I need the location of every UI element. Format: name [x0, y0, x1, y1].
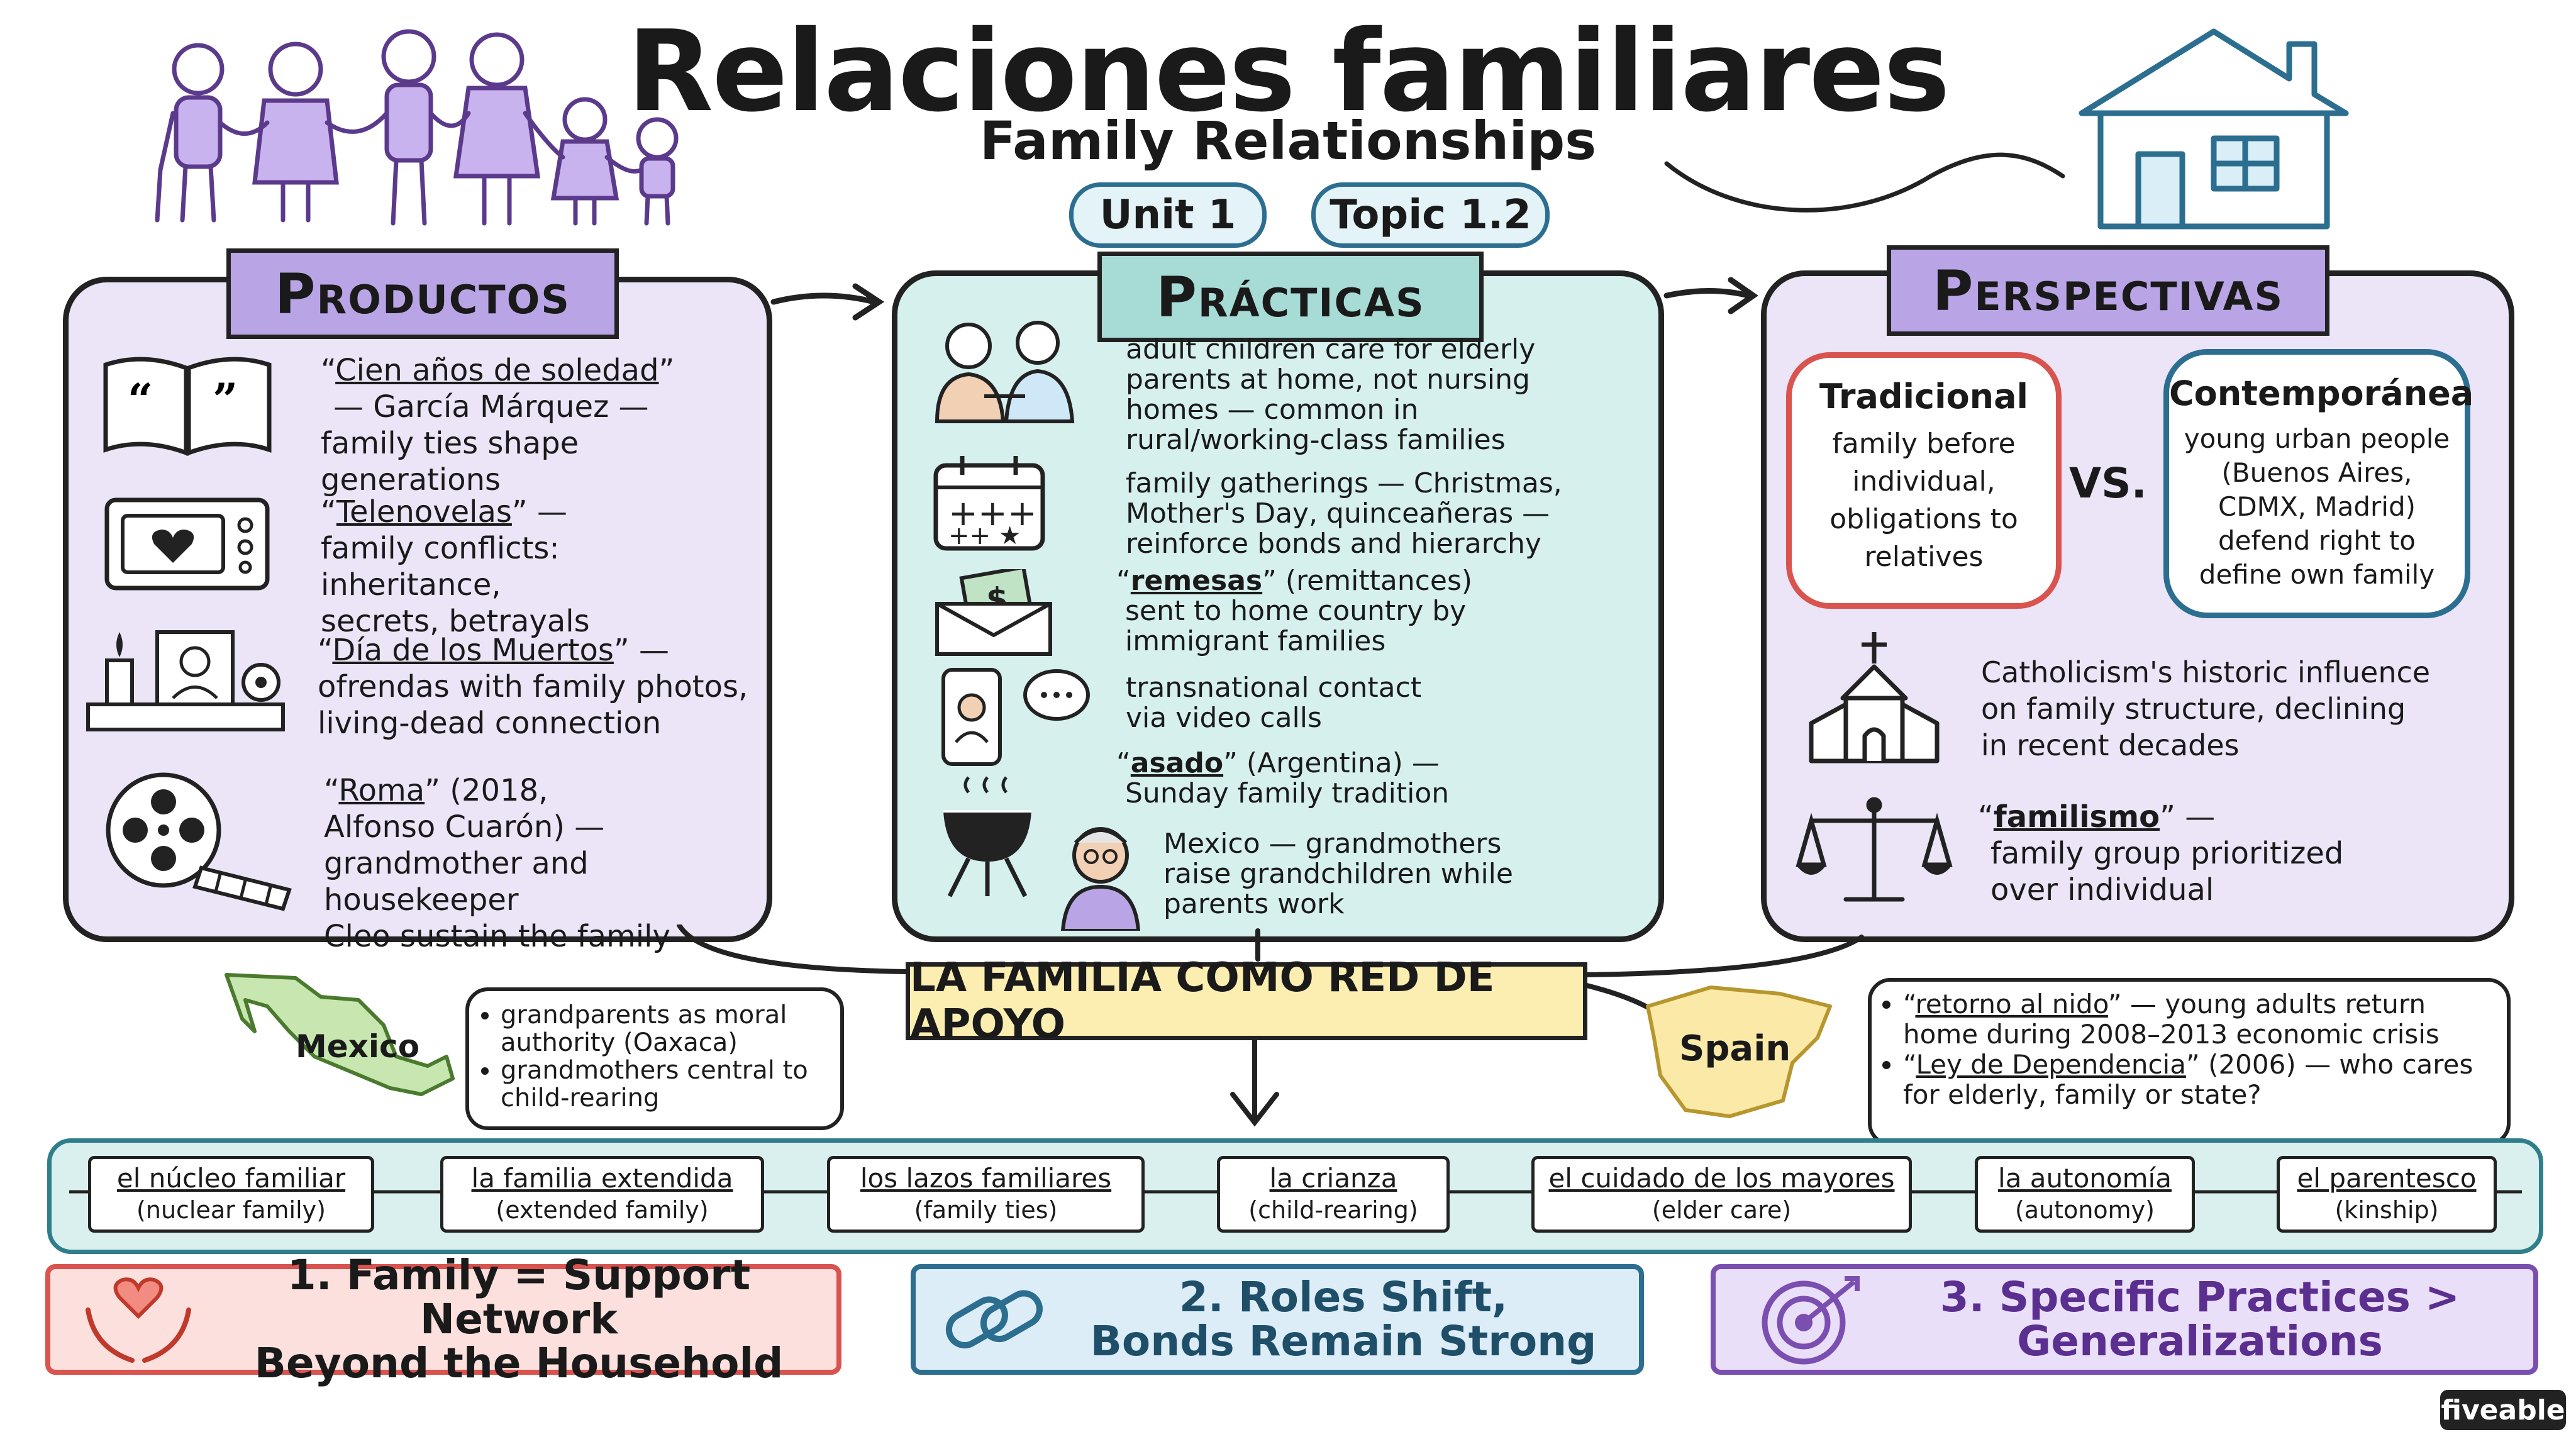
producto-title: Roma — [338, 773, 425, 808]
producto-title: Día de los Muertos — [332, 633, 614, 668]
practica-item: “remesas” (remittances) sent to home cou… — [1116, 565, 1473, 657]
house-icon — [1664, 28, 2349, 230]
practica-item: Mexico — grandmothers raise grandchildre… — [1163, 828, 1513, 920]
producto-title: Cien años de soledad — [335, 353, 659, 388]
svg-text:”: ” — [213, 374, 238, 426]
support-network-banner: LA FAMILIA COMO RED DE APOYO — [906, 955, 1587, 1048]
vocab-item: el parentesco(kinship) — [2277, 1156, 2497, 1233]
producto-title: Telenovelas — [336, 494, 512, 530]
vocab-item: la autonomía(autonomy) — [1975, 1156, 2195, 1233]
practicas-heading: Prácticas — [1097, 252, 1484, 342]
scales-icon — [1796, 797, 1953, 902]
practica-item: adult children care for elderly parents … — [1126, 333, 1536, 456]
producto-item: “Cien años de soledad” — García Márquez … — [321, 353, 675, 497]
contemporanea-bubble: Contemporánea young urban people (Buenos… — [2163, 349, 2473, 618]
film-reel-icon — [101, 767, 302, 912]
page-subtitle: Family Relationships — [979, 110, 1597, 172]
church-icon — [1809, 632, 1940, 763]
family-illustration — [155, 29, 679, 226]
svg-text:“: “ — [128, 374, 153, 426]
vocab-item: el cuidado de los mayores(elder care) — [1531, 1156, 1912, 1233]
target-icon — [1762, 1276, 1860, 1365]
envelope-money-icon: $ — [935, 569, 1052, 656]
takeaway-card: 3. Specific Practices > Generalizations — [1711, 1264, 2538, 1375]
productos-heading: Productos — [226, 248, 619, 339]
takeaway-card: 1. Family = Support Network Beyond the H… — [45, 1253, 841, 1385]
topic-badge: Topic 1.2 — [1311, 182, 1550, 248]
spain-note: “retorno al nido” — young adults return … — [1868, 978, 2511, 1146]
producto-item: “Roma” (2018, Alfonso Cuarón) — grandmot… — [324, 773, 670, 954]
calendar-icon: +++ ++ ★ — [933, 456, 1045, 551]
video-call-icon — [941, 668, 1090, 766]
tv-icon — [104, 497, 274, 597]
mexico-map-icon — [225, 973, 455, 1096]
grandmother-icon — [1060, 827, 1141, 931]
unit-badge: Unit 1 — [1069, 182, 1267, 248]
perspectivas-heading: Perspectivas — [1887, 245, 2329, 336]
vocab-item: los lazos familiares(family ties) — [827, 1156, 1145, 1233]
svg-text:++ ★: ++ ★ — [948, 521, 1021, 550]
caregiver-icon — [935, 321, 1075, 423]
mexico-note: grandparents as moral authority (Oaxaca)… — [465, 987, 844, 1130]
page-title: Relaciones familiares — [627, 6, 1950, 136]
practica-item: “asado” (Argentina) — Sunday family trad… — [1116, 747, 1450, 809]
producto-item: “Día de los Muertos” — ofrendas with fam… — [318, 633, 748, 741]
producto-item: “Telenovelas” — family conflicts: inheri… — [321, 494, 590, 639]
arrow-right-icon — [770, 283, 885, 321]
book-icon: “ ” — [99, 352, 275, 459]
spain-map-icon — [1646, 985, 1832, 1118]
arrow-right-icon — [1663, 277, 1758, 314]
chain-link-icon — [945, 1290, 1043, 1348]
takeaway-card: 2. Roles Shift, Bonds Remain Strong — [911, 1264, 1644, 1375]
tradicional-bubble: Tradicional family before individual, ob… — [1786, 352, 2062, 609]
familismo-note: “familismo” — family group prioritized o… — [1978, 799, 2344, 908]
heart-hands-icon — [86, 1277, 191, 1363]
practica-item: transnational contact via video calls — [1126, 672, 1422, 734]
vocab-item: el núcleo familiar(nuclear family) — [88, 1156, 374, 1233]
ofrenda-icon — [82, 623, 289, 736]
versus-label: VS. — [2069, 459, 2147, 508]
vocab-item: la familia extendida(extended family) — [440, 1156, 764, 1233]
mexico-label: Mexico — [296, 1028, 420, 1065]
svg-text:+++: +++ — [948, 493, 1037, 534]
spain-label: Spain — [1679, 1028, 1791, 1069]
grill-icon — [943, 776, 1031, 897]
vocab-item: la crianza(child-rearing) — [1217, 1156, 1450, 1233]
brand-logo: fiveable — [2440, 1390, 2566, 1430]
practica-item: family gatherings — Christmas, Mother's … — [1126, 467, 1562, 560]
catholicism-note: Catholicism's historic influence on fami… — [1981, 655, 2431, 762]
